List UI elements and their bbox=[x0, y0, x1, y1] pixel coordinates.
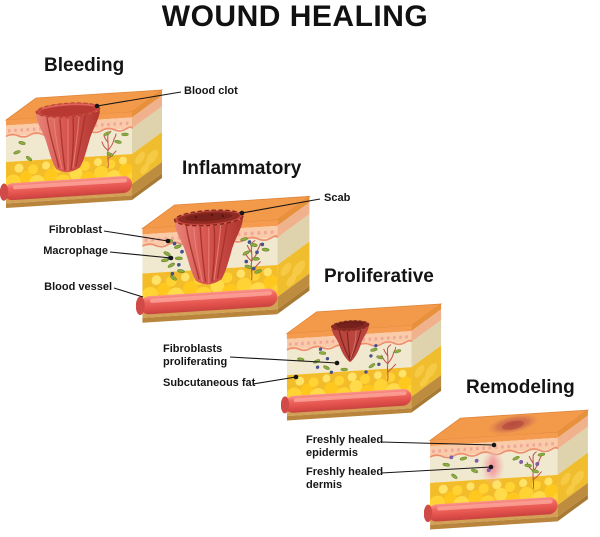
annotation-macrophage: Macrophage bbox=[43, 245, 108, 257]
clot-with-scab bbox=[173, 207, 245, 288]
annotation-scab: Scab bbox=[324, 192, 351, 204]
healed-wound-surface-spot bbox=[487, 413, 539, 435]
annotation-subcutaneous-fat: Subcutaneous fat bbox=[163, 377, 256, 389]
inflammatory-skin-block-illustration bbox=[136, 190, 318, 329]
stage-label-remodeling: Remodeling bbox=[466, 377, 575, 398]
annotation-freshly-healed-epidermis: Freshly healed epidermis bbox=[306, 434, 384, 459]
scab-crust bbox=[173, 209, 244, 227]
annotation-blood-vessel: Blood vessel bbox=[44, 281, 112, 293]
annotation-freshly-healed-dermis: Freshly healed dermis bbox=[306, 466, 384, 491]
stage-label-bleeding: Bleeding bbox=[44, 55, 125, 76]
annotation-blood-clot: Blood clot bbox=[184, 85, 238, 97]
annotation-fibroblast: Fibroblast bbox=[48, 224, 102, 236]
remodeling-skin-block-illustration bbox=[424, 404, 596, 536]
stage-label-inflammatory: Inflammatory bbox=[182, 158, 302, 179]
stage-label-proliferative: Proliferative bbox=[324, 266, 434, 287]
page-title: WOUND HEALING bbox=[161, 0, 429, 33]
annotation-fibroblasts-proliferating: Fibroblasts proliferating bbox=[163, 343, 228, 368]
